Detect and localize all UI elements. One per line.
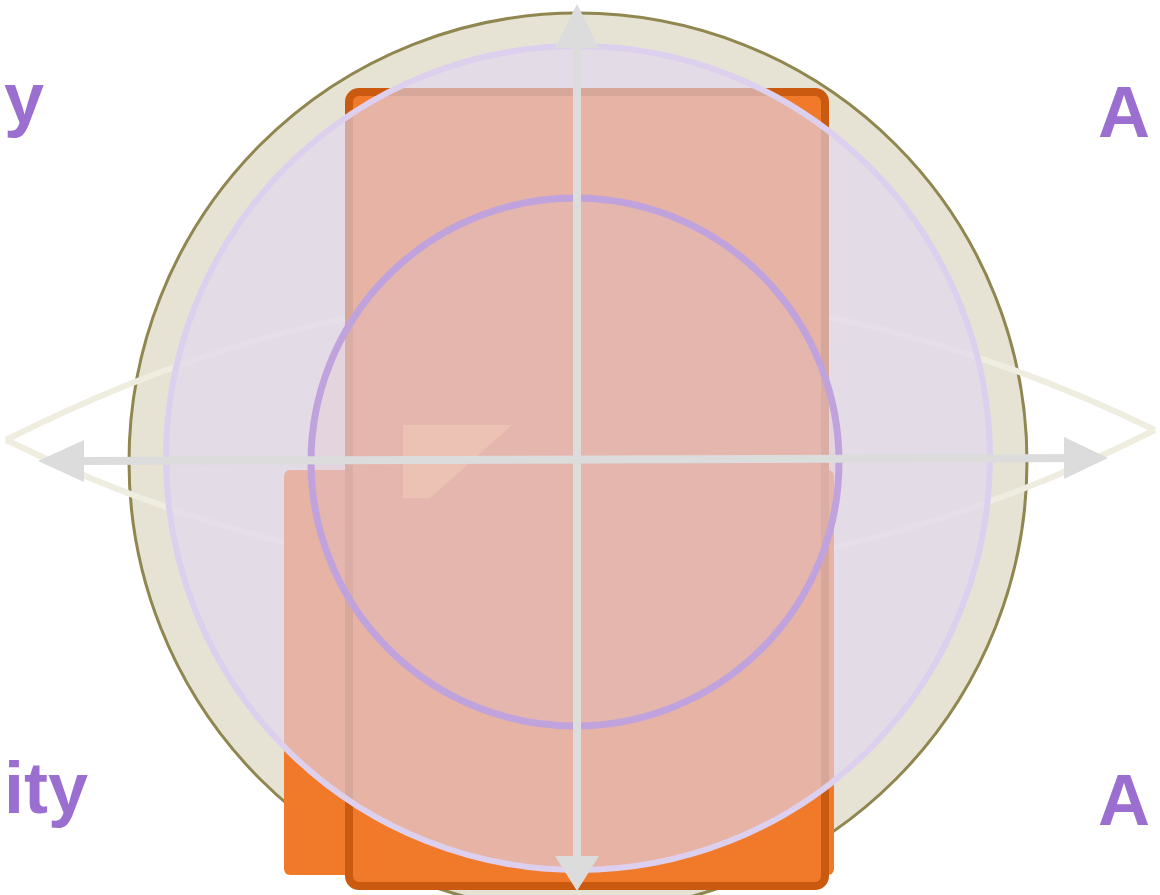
corner-label: A — [1098, 764, 1150, 836]
corner-label: A — [1098, 76, 1150, 148]
axis-arrowhead — [555, 856, 599, 891]
corner-label: ity — [4, 752, 88, 824]
axis-arrowhead — [1064, 437, 1108, 479]
axis-arrowhead — [555, 4, 599, 48]
axis-arrowhead — [38, 440, 84, 482]
beige-disc — [129, 13, 1027, 895]
vertical-axis — [573, 40, 581, 862]
horizontal-axis — [70, 458, 1080, 461]
corner-label: y — [4, 62, 44, 134]
